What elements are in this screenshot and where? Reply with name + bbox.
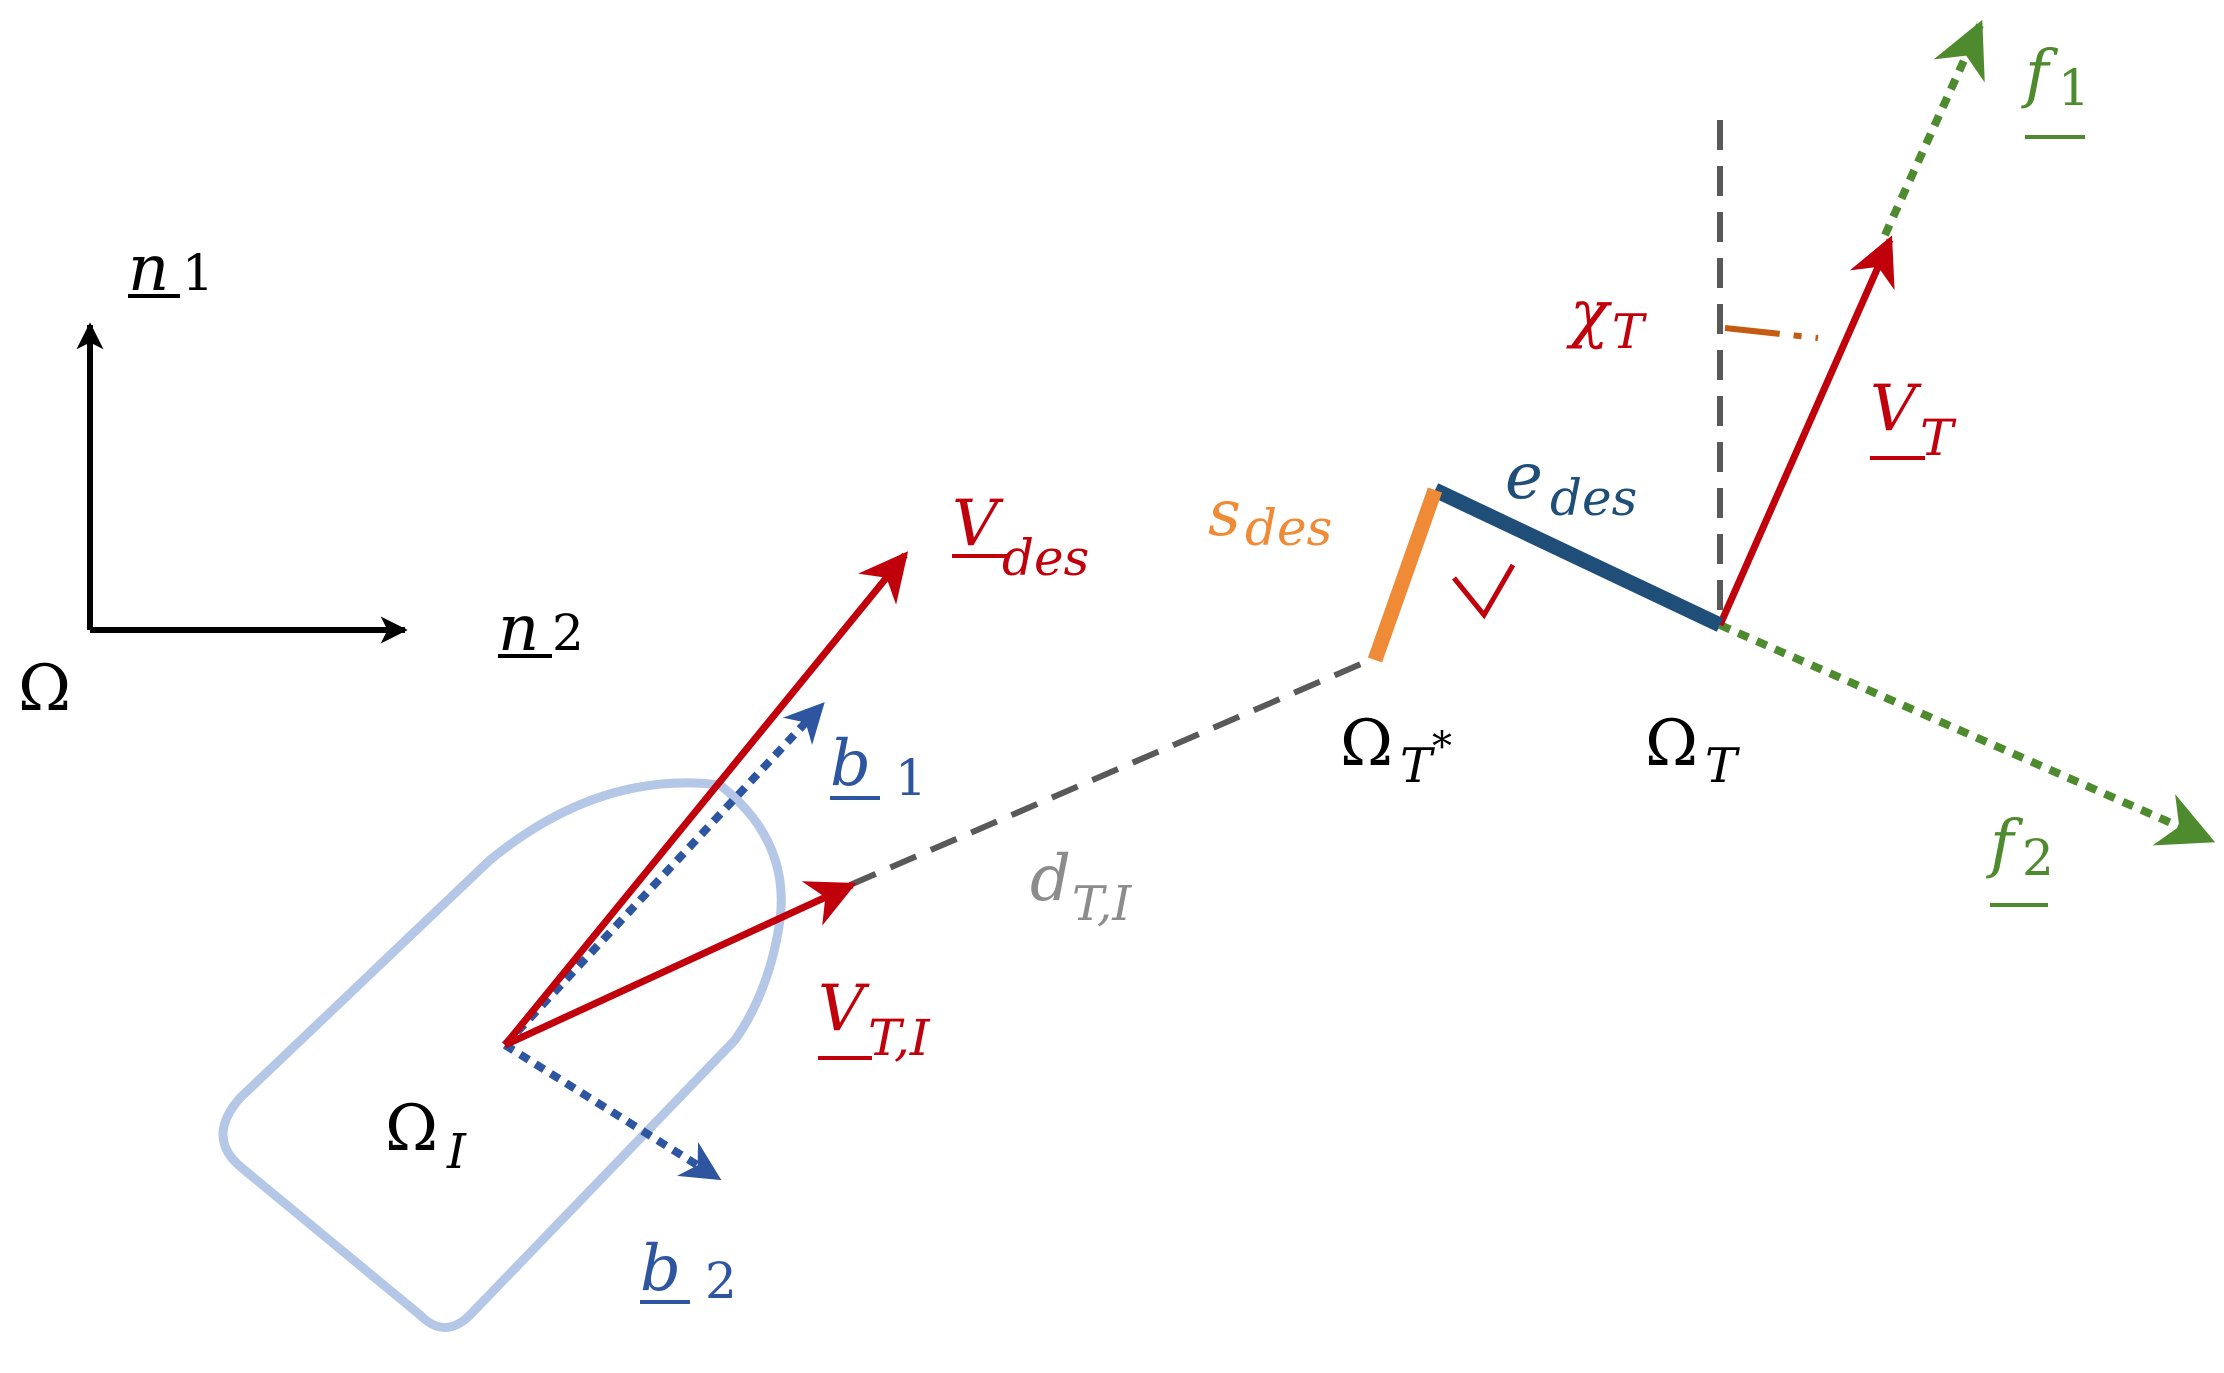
label-f2-sub: 2 — [2022, 829, 2054, 887]
label-chi-t: χ T — [1566, 277, 1647, 360]
label-n2: n 2 — [498, 592, 584, 666]
label-chi-t-sub: T — [1612, 304, 1647, 360]
label-v-ti-base: V — [818, 972, 870, 1046]
label-b2: b 2 — [640, 1232, 737, 1310]
label-omega-t: Ω T — [1645, 707, 1740, 794]
label-omega-i-base: Ω — [385, 1092, 438, 1166]
f2-axis-arrow — [1718, 621, 2216, 846]
label-d-ti-sub: T,I — [1072, 876, 1132, 932]
label-e-des: e des — [1505, 440, 1637, 527]
label-d-ti: d T,I — [1030, 842, 1132, 932]
label-e-des-sub: des — [1550, 469, 1637, 527]
chi-t-angle-indicator — [1724, 325, 1819, 341]
label-omega-tstar-base: Ω — [1340, 707, 1393, 781]
label-n1: n 1 — [128, 232, 214, 306]
label-n2-base: n — [498, 592, 539, 666]
label-omega-tstar-sup: * — [1432, 724, 1452, 770]
label-v-des-base: V — [952, 487, 1004, 561]
right-angle-marker — [1452, 563, 1516, 620]
label-b1: b 1 — [830, 727, 927, 807]
s-des-segment — [1367, 487, 1443, 663]
label-n1-sub: 1 — [182, 244, 214, 302]
label-chi-t-base: χ — [1566, 277, 1612, 351]
label-e-des-base: e — [1505, 440, 1543, 514]
label-omega-t-base: Ω — [1645, 707, 1698, 781]
label-v-t: V T — [1870, 372, 1957, 467]
label-v-t-sub: T — [1920, 409, 1957, 467]
label-f1: f 1 — [2021, 37, 2090, 139]
label-v-ti: V T,I — [818, 972, 931, 1067]
label-f1-base: f — [2021, 37, 2059, 111]
label-n2-sub: 2 — [552, 604, 584, 662]
label-omega: Ω — [18, 652, 71, 726]
label-s-des: s des — [1208, 477, 1332, 557]
label-f1-sub: 1 — [2058, 59, 2090, 117]
label-omega-tstar: Ω T * — [1340, 707, 1452, 794]
label-v-des-sub: des — [1002, 529, 1089, 587]
label-v-t-base: V — [1870, 372, 1922, 446]
label-s-des-base: s — [1208, 477, 1241, 551]
label-n1-base: n — [128, 232, 169, 306]
label-omega-t-sub: T — [1705, 738, 1740, 794]
label-b2-sub: 2 — [705, 1252, 737, 1310]
label-omega-i: Ω I — [385, 1092, 467, 1180]
label-s-des-sub: des — [1245, 499, 1332, 557]
label-v-des: V des — [952, 487, 1089, 587]
label-f2-base: f — [1986, 807, 2024, 881]
label-f2: f 2 — [1986, 807, 2054, 907]
label-omega-tstar-sub: T — [1400, 738, 1435, 794]
label-d-ti-base: d — [1030, 842, 1071, 916]
label-b1-sub: 1 — [895, 749, 927, 807]
b2-axis-arrow — [502, 1041, 722, 1182]
f1-axis-arrow — [1881, 19, 1985, 237]
label-b2-base: b — [640, 1232, 681, 1306]
label-v-ti-sub: T,I — [868, 1009, 931, 1067]
distance-line — [848, 657, 1372, 888]
vessel-outline — [218, 778, 786, 1332]
b1-axis-arrow — [502, 702, 825, 1048]
v-ti-arrow — [503, 881, 857, 1049]
v-t-arrow — [1716, 235, 1895, 627]
label-omega-i-sub: I — [446, 1124, 467, 1180]
v-des-arrow — [502, 551, 909, 1048]
label-b1-base: b — [830, 727, 871, 801]
e-des-segment — [1431, 483, 1724, 632]
